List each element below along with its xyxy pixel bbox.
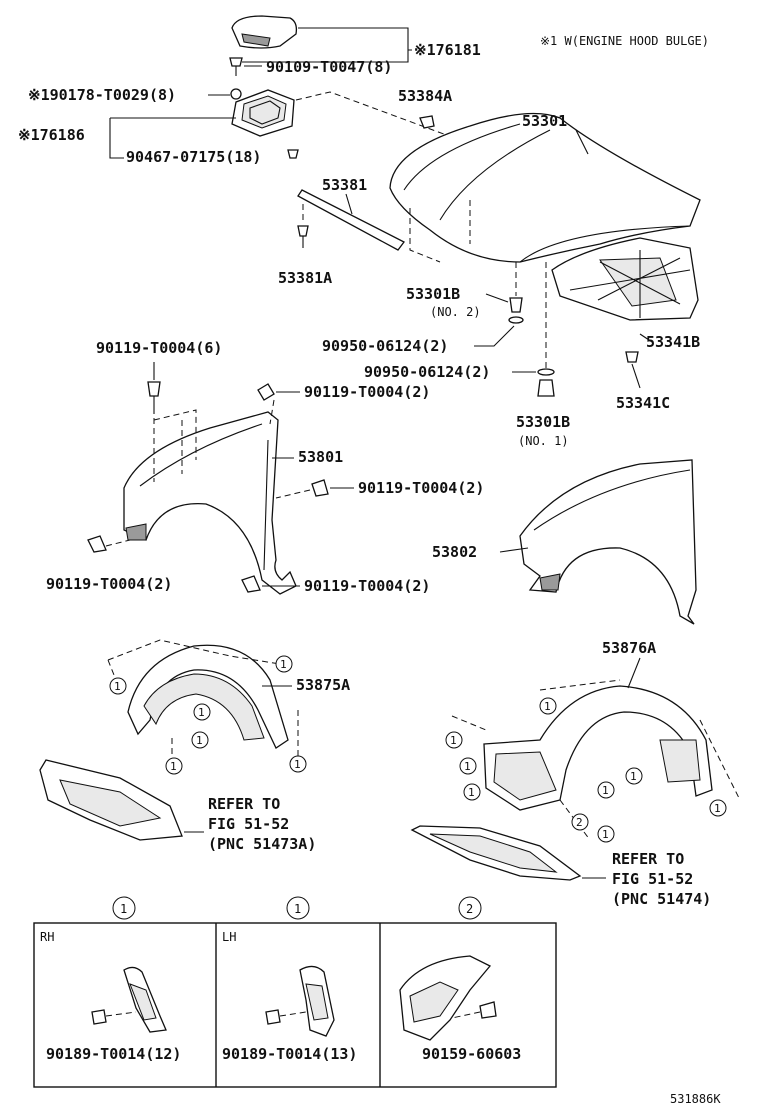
detail-panel-rh: RH 90189-T0014(12) bbox=[40, 930, 181, 1063]
refer-2-line2: FIG 51-52 bbox=[612, 870, 693, 888]
svg-text:1: 1 bbox=[450, 734, 457, 747]
label-53381a: 53381A bbox=[278, 269, 332, 287]
label-53384a: 53384A bbox=[398, 87, 452, 105]
svg-text:1: 1 bbox=[114, 680, 121, 693]
svg-text:1: 1 bbox=[196, 734, 203, 747]
label-90950-a: 90950-06124(2) bbox=[322, 337, 448, 355]
panel-rh-side: RH bbox=[40, 930, 54, 944]
splash-shield-rh bbox=[39, 759, 183, 841]
svg-text:1: 1 bbox=[198, 706, 205, 719]
refer-2-line3: (PNC 51474) bbox=[612, 890, 711, 908]
hood-panel bbox=[389, 112, 701, 263]
svg-text:1: 1 bbox=[468, 786, 475, 799]
detail-panel-2: 90159-60603 bbox=[399, 955, 521, 1063]
refer-2-line1: REFER TO bbox=[612, 850, 684, 868]
label-90119-2b: 90119-T0004(2) bbox=[358, 479, 484, 497]
label-53301b-no2: 53301B bbox=[406, 285, 460, 303]
refer-1-line1: REFER TO bbox=[208, 795, 280, 813]
hood-seal-53381 bbox=[297, 189, 405, 251]
front-fender-rh bbox=[123, 411, 297, 595]
label-53801: 53801 bbox=[298, 448, 343, 466]
svg-text:1: 1 bbox=[464, 760, 471, 773]
label-90119-2c: 90119-T0004(2) bbox=[46, 575, 172, 593]
svg-text:1: 1 bbox=[294, 758, 301, 771]
bulge-fastener bbox=[287, 149, 299, 159]
fender-bolt-top bbox=[147, 381, 161, 414]
panel-lh-part: 90189-T0014(13) bbox=[222, 1045, 357, 1063]
detail-panel-markers: 1 1 2 bbox=[112, 896, 482, 920]
hood-bulge-frame bbox=[231, 89, 295, 137]
label-53341b: 53341B bbox=[646, 333, 700, 351]
bulge-screw bbox=[229, 57, 243, 76]
refer-1-line2: FIG 51-52 bbox=[208, 815, 289, 833]
label-90467: 90467-07175(18) bbox=[126, 148, 261, 166]
insulator-clip-53341c bbox=[625, 351, 639, 363]
hood-bulge-cover bbox=[231, 15, 298, 49]
label-53301: 53301 bbox=[522, 112, 567, 130]
svg-text:1: 1 bbox=[170, 760, 177, 773]
label-90119-2a: 90119-T0004(2) bbox=[304, 383, 430, 401]
label-90119-2d: 90119-T0004(2) bbox=[304, 577, 430, 595]
panel-2-part: 90159-60603 bbox=[422, 1045, 521, 1063]
label-no2: (NO. 2) bbox=[430, 305, 481, 319]
label-53802: 53802 bbox=[432, 543, 477, 561]
label-53876a: 53876A bbox=[602, 639, 656, 657]
hood-insulator bbox=[551, 237, 699, 321]
svg-text:1: 1 bbox=[294, 902, 301, 916]
svg-text:1: 1 bbox=[630, 770, 637, 783]
label-90109: 90109-T0047(8) bbox=[266, 58, 392, 76]
detail-panel-lh: LH 90189-T0014(13) bbox=[222, 930, 357, 1063]
hood-cushion-no2 bbox=[508, 297, 524, 324]
liner-rh-markers: 1 1 1 1 1 1 bbox=[109, 655, 307, 775]
fender-bolt-lower-right bbox=[241, 575, 261, 593]
label-176186: ※176186 bbox=[18, 126, 85, 144]
panel-rh-part: 90189-T0014(12) bbox=[46, 1045, 181, 1063]
bulge-clip bbox=[230, 88, 242, 100]
label-53381: 53381 bbox=[322, 176, 367, 194]
refer-1-line3: (PNC 51473A) bbox=[208, 835, 316, 853]
footer-code: 531886K bbox=[670, 1092, 721, 1106]
label-no1: (NO. 1) bbox=[518, 434, 569, 448]
svg-text:1: 1 bbox=[602, 784, 609, 797]
front-fender-lh bbox=[519, 459, 697, 625]
fender-bolt-upper-right bbox=[257, 383, 275, 401]
label-90119-6: 90119-T0004(6) bbox=[96, 339, 222, 357]
fender-liner-lh bbox=[483, 685, 713, 811]
label-53875a: 53875A bbox=[296, 676, 350, 694]
svg-text:1: 1 bbox=[544, 700, 551, 713]
svg-text:2: 2 bbox=[466, 902, 473, 916]
fender-bolt-lower-left bbox=[87, 535, 107, 553]
label-53301b-no1: 53301B bbox=[516, 413, 570, 431]
fender-liner-rh bbox=[127, 644, 289, 749]
svg-text:1: 1 bbox=[120, 902, 127, 916]
seal-clip-53381a bbox=[297, 225, 309, 248]
label-190178: ※190178-T0029(8) bbox=[28, 86, 176, 104]
label-53341c: 53341C bbox=[616, 394, 670, 412]
hood-cushion-no1 bbox=[537, 368, 555, 397]
splash-shield-lh bbox=[410, 825, 582, 881]
liner-lh-markers: 1 1 1 1 1 1 1 2 1 bbox=[445, 697, 727, 843]
svg-text:1: 1 bbox=[602, 828, 609, 841]
label-90950-b: 90950-06124(2) bbox=[364, 363, 490, 381]
svg-text:1: 1 bbox=[714, 802, 721, 815]
svg-text:2: 2 bbox=[576, 816, 583, 829]
fender-bolt-mid-right bbox=[311, 479, 329, 497]
bulge-note: ※1 W(ENGINE HOOD BULGE) bbox=[540, 34, 709, 48]
panel-lh-side: LH bbox=[222, 930, 236, 944]
svg-text:1: 1 bbox=[280, 658, 287, 671]
hood-bumper-53384a bbox=[419, 115, 435, 129]
detail-panels-frame bbox=[33, 922, 557, 1088]
label-176181: ※176181 bbox=[414, 41, 481, 59]
